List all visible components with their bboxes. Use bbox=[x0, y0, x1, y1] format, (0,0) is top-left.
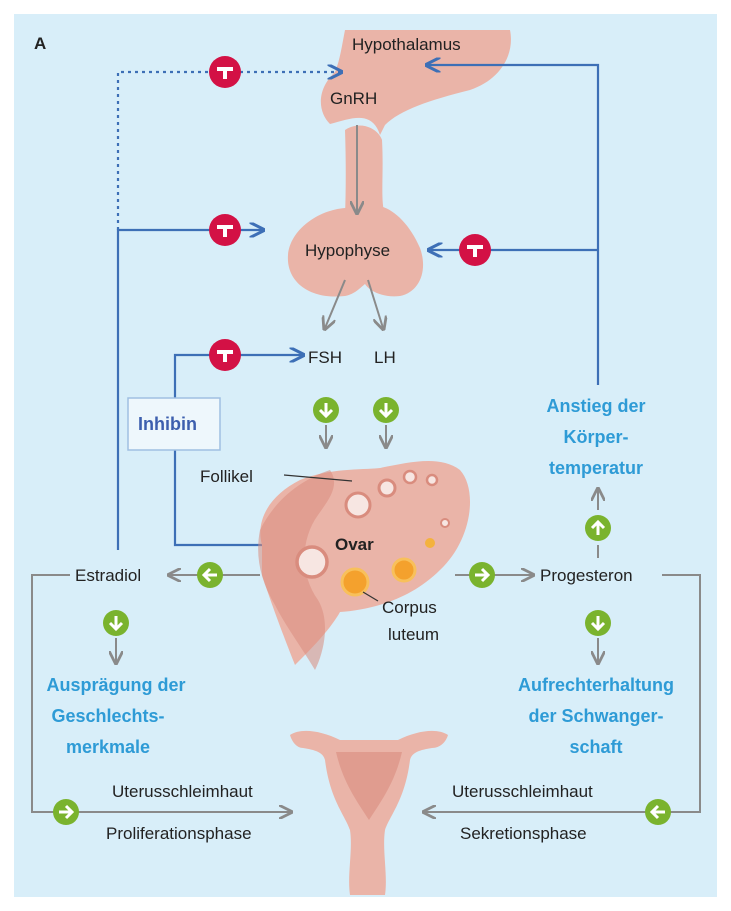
estradiol-label: Estradiol bbox=[75, 566, 141, 585]
pituitary-stalk-shape bbox=[345, 125, 385, 215]
ovar-label: Ovar bbox=[335, 535, 374, 554]
inhibit-icon bbox=[209, 56, 241, 88]
corpus-luteum-label: Corpus bbox=[382, 598, 437, 617]
stimulate-icon bbox=[373, 397, 399, 423]
panel-label: A bbox=[34, 34, 46, 53]
lh-label: LH bbox=[374, 348, 396, 367]
corpus-luteum-label: luteum bbox=[388, 625, 439, 644]
schwangerschaft-label: schaft bbox=[569, 737, 622, 757]
fsh-label: FSH bbox=[308, 348, 342, 367]
inhibit-icon bbox=[209, 214, 241, 246]
geschlechtsmerkmale-label: Geschlechts- bbox=[51, 706, 164, 726]
hypothalamus-label: Hypothalamus bbox=[352, 35, 461, 54]
stimulate-icon bbox=[103, 610, 129, 636]
geschlechtsmerkmale-label: Ausprägung der bbox=[46, 675, 185, 695]
koerpertemperatur-label: temperatur bbox=[549, 458, 643, 478]
uterus-right-label: Uterusschleimhaut bbox=[452, 782, 593, 801]
uterus-left-label: Proliferationsphase bbox=[106, 824, 252, 843]
stimulate-icon bbox=[197, 562, 223, 588]
uterus-left-label: Uterusschleimhaut bbox=[112, 782, 253, 801]
koerpertemperatur-label: Körper- bbox=[563, 427, 628, 447]
corpus-luteum-icon bbox=[342, 569, 368, 595]
inhibin-label: Inhibin bbox=[138, 414, 197, 434]
schwangerschaft-label: der Schwanger- bbox=[528, 706, 663, 726]
progesteron-label: Progesteron bbox=[540, 566, 633, 585]
stimulate-icon bbox=[645, 799, 671, 825]
follikel-label: Follikel bbox=[200, 467, 253, 486]
gnrh-label: GnRH bbox=[330, 89, 377, 108]
stimulate-icon bbox=[585, 515, 611, 541]
schwangerschaft-label: Aufrechterhaltung bbox=[518, 675, 674, 695]
stimulate-icon bbox=[585, 610, 611, 636]
geschlechtsmerkmale-label: merkmale bbox=[66, 737, 150, 757]
uterus-right-label: Sekretionsphase bbox=[460, 824, 587, 843]
stimulate-icon bbox=[469, 562, 495, 588]
koerpertemperatur-label: Anstieg der bbox=[546, 396, 645, 416]
stimulate-icon bbox=[53, 799, 79, 825]
stimulate-icon bbox=[313, 397, 339, 423]
inhibit-icon bbox=[209, 339, 241, 371]
hypophyse-label: Hypophyse bbox=[305, 241, 390, 260]
inhibit-icon bbox=[459, 234, 491, 266]
